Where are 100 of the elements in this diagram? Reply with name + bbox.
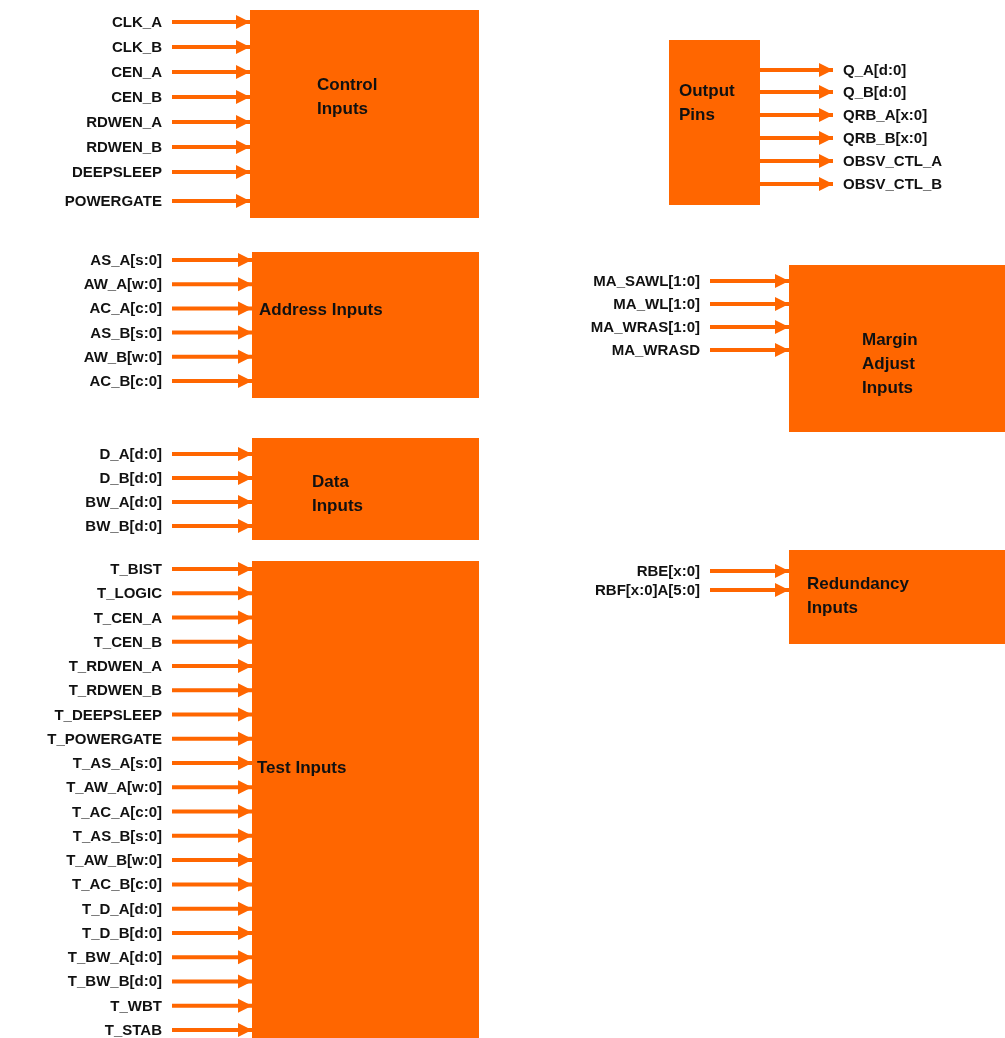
arrow — [172, 447, 252, 461]
signal-name: T_RDWEN_A — [68, 657, 172, 676]
block-title: Margin Adjust Inputs — [862, 329, 919, 399]
arrow — [172, 471, 252, 485]
arrow — [172, 253, 252, 267]
arrow — [760, 131, 833, 145]
signal-name: OBSV_CTL_A — [833, 152, 943, 170]
arrow — [172, 519, 252, 533]
signal-name: T_WBT — [110, 996, 172, 1015]
signal-name: RBF[x:0]A[5:0] — [595, 581, 710, 599]
signal-name: RBE[x:0] — [636, 562, 710, 580]
arrow — [172, 901, 252, 916]
signal-name: T_CEN_B — [93, 632, 172, 651]
signal-name: D_A[d:0] — [99, 445, 172, 463]
signal-name: T_STAB — [104, 1020, 172, 1038]
signal-name: AS_B[s:0] — [90, 323, 172, 342]
signal-name: T_AW_A[w:0] — [66, 778, 172, 797]
arrow — [760, 63, 833, 77]
block-box — [669, 40, 760, 205]
arrow — [172, 586, 252, 601]
block-box — [252, 252, 479, 398]
signal-name: T_AC_A[c:0] — [72, 802, 172, 821]
signal-name: MA_WL[1:0] — [613, 295, 710, 313]
arrow — [172, 140, 250, 154]
signal-name: T_POWERGATE — [47, 729, 172, 748]
arrow — [172, 495, 252, 509]
signal-name: T_AS_A[s:0] — [72, 754, 172, 773]
arrow — [172, 301, 252, 316]
arrow — [172, 165, 250, 179]
arrow — [710, 320, 789, 334]
signal-name: AC_B[c:0] — [89, 372, 172, 390]
arrow — [172, 325, 252, 340]
signal-name: AS_A[s:0] — [90, 251, 172, 269]
signal-name: AC_A[c:0] — [89, 299, 172, 318]
arrow — [172, 853, 252, 868]
signal-name: T_BIST — [110, 560, 172, 578]
signal-name: CEN_A — [111, 63, 172, 81]
signal-name: T_DEEPSLEEP — [54, 705, 172, 724]
signal-name: D_B[d:0] — [99, 469, 172, 487]
arrow — [172, 756, 252, 771]
arrow — [172, 780, 252, 795]
block-box — [250, 10, 479, 218]
signal-name: T_D_A[d:0] — [82, 899, 172, 918]
signal-name: MA_WRAS[1:0] — [590, 318, 710, 336]
signal-name: T_CEN_A — [93, 608, 172, 627]
arrow — [172, 194, 250, 208]
arrow — [172, 804, 252, 819]
arrow — [172, 877, 252, 892]
arrow — [760, 177, 833, 191]
signal-name: DEEPSLEEP — [71, 163, 172, 181]
signal-name: BW_B[d:0] — [85, 517, 172, 535]
block-box — [252, 438, 479, 540]
arrow — [172, 349, 252, 364]
arrow — [172, 683, 252, 698]
signal-name: AW_A[w:0] — [83, 275, 172, 294]
signal-name: OBSV_CTL_B — [833, 175, 943, 193]
block-box — [252, 561, 479, 1038]
arrow — [172, 40, 250, 54]
block-title: Data Inputs — [312, 471, 364, 517]
arrow — [710, 583, 789, 597]
signal-name: AW_B[w:0] — [83, 347, 172, 366]
block-box — [789, 265, 1005, 432]
signal-name: CEN_B — [111, 88, 172, 106]
signal-name: RDWEN_A — [86, 113, 172, 131]
signal-name: T_AC_B[c:0] — [72, 875, 172, 894]
signal-name: BW_A[d:0] — [85, 493, 172, 511]
arrow — [760, 154, 833, 168]
arrow — [172, 15, 250, 29]
arrow — [710, 297, 789, 311]
block-title: Address Inputs — [259, 299, 384, 321]
signal-name: T_LOGIC — [97, 584, 172, 603]
signal-name: T_AS_B[s:0] — [72, 826, 172, 845]
arrow — [172, 925, 252, 940]
arrow — [172, 634, 252, 649]
arrow — [172, 998, 252, 1013]
arrow — [172, 277, 252, 292]
signal-name: Q_A[d:0] — [833, 61, 907, 79]
signal-name: POWERGATE — [64, 192, 172, 210]
signal-name: T_BW_A[d:0] — [67, 948, 172, 967]
block-title: Redundancy Inputs — [807, 573, 911, 619]
arrow — [710, 343, 789, 357]
signal-name: T_AW_B[w:0] — [66, 851, 172, 870]
arrow — [172, 90, 250, 104]
arrow — [760, 85, 833, 99]
signal-name: MA_SAWL[1:0] — [593, 272, 710, 290]
arrow — [172, 374, 252, 388]
signal-name: CLK_B — [112, 38, 172, 56]
arrow — [172, 562, 252, 576]
signal-name: Q_B[d:0] — [833, 83, 907, 101]
arrow — [172, 1022, 252, 1037]
arrow — [760, 108, 833, 122]
signal-name: CLK_A — [112, 13, 172, 31]
signal-name: QRB_B[x:0] — [833, 129, 928, 147]
block-title: Test Inputs — [257, 757, 348, 779]
signal-name: T_RDWEN_B — [68, 681, 172, 700]
arrow — [172, 731, 252, 746]
arrow — [172, 65, 250, 79]
signal-name: T_BW_B[d:0] — [67, 972, 172, 991]
signal-name: RDWEN_B — [86, 138, 172, 156]
signal-name: QRB_A[x:0] — [833, 106, 928, 124]
